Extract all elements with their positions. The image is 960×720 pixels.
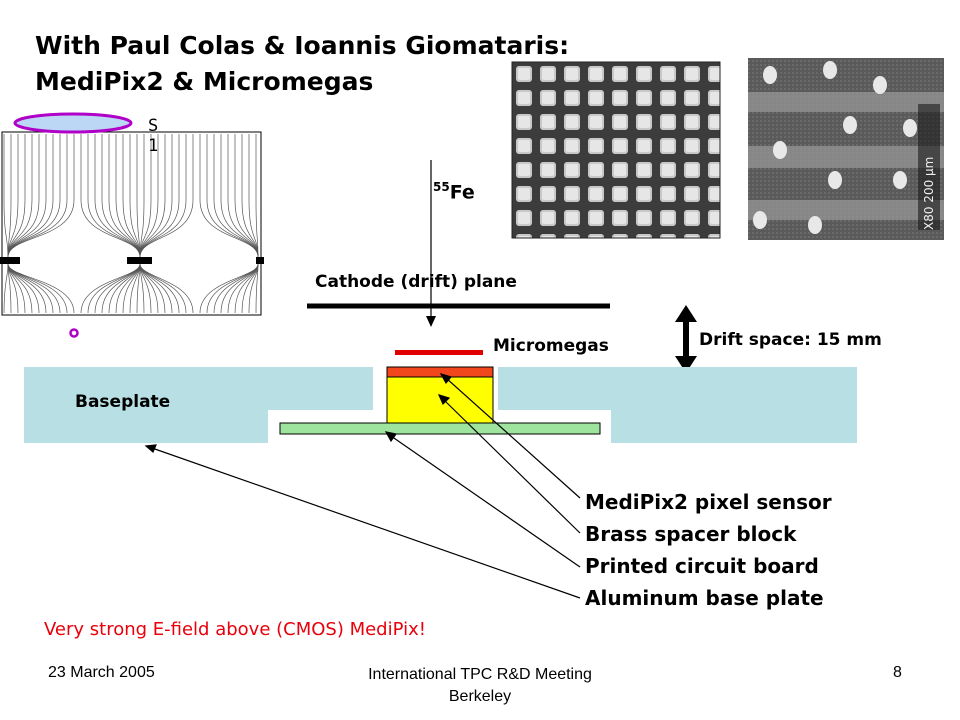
anode-strip	[0, 257, 20, 264]
source-mass-number: 55	[433, 180, 450, 194]
mesh-micrograph	[511, 61, 721, 239]
micromegas-label: Micromegas	[493, 336, 609, 356]
leader-line-sensor	[439, 373, 581, 499]
field-line	[7, 134, 75, 258]
field-line	[139, 134, 194, 258]
highlight-ellipse	[13, 112, 133, 134]
component-list: MediPix2 pixel sensor Brass spacer block…	[585, 486, 832, 614]
field-line	[7, 263, 75, 314]
slide-title: With Paul Colas & Ioannis Giomataris: Me…	[35, 28, 569, 100]
efield-note: Very strong E-field above (CMOS) MediPix…	[44, 619, 426, 640]
baseplate	[24, 367, 857, 443]
leader-line-baseplate	[144, 444, 581, 599]
field-line	[255, 134, 259, 258]
footer-meeting-line-1: International TPC R&D Meeting	[368, 666, 592, 683]
sem-micrograph: X80 200 µm	[748, 58, 944, 240]
source-element: Fe	[449, 181, 475, 204]
leader-line-pcb	[384, 431, 581, 568]
field-line	[101, 134, 141, 258]
baseplate-label: Baseplate	[75, 392, 171, 412]
svg-text:X80 200 µm: X80 200 µm	[922, 157, 936, 230]
footer-page-number: 8	[893, 664, 902, 681]
footer-date: 23 March 2005	[48, 664, 155, 681]
component-item: Printed circuit board	[585, 554, 819, 578]
title-line-1: With Paul Colas & Ioannis Giomataris:	[35, 31, 570, 60]
anode-strip	[127, 257, 152, 264]
field-line	[220, 134, 259, 258]
footer-meeting: International TPC R&D Meeting Berkeley	[330, 664, 630, 708]
brass-spacer-block	[386, 375, 494, 424]
anode-strip	[256, 257, 264, 264]
leader-line-spacer	[437, 394, 581, 534]
field-line	[87, 134, 141, 258]
component-item: Brass spacer block	[585, 522, 797, 546]
source-label: 55Fe	[433, 180, 475, 203]
printed-circuit-board	[279, 422, 601, 435]
field-line	[139, 134, 145, 258]
field-line	[80, 134, 141, 258]
source-arrow	[426, 160, 436, 327]
field-panel-label-bottom: 1	[148, 136, 159, 156]
field-line	[139, 263, 194, 314]
drift-space-label: Drift space: 15 mm	[699, 330, 882, 350]
field-line	[199, 134, 259, 258]
small-marker-circle	[69, 328, 79, 338]
cathode-label: Cathode (drift) plane	[315, 272, 517, 292]
medipix-sensor	[386, 366, 494, 378]
field-line	[206, 134, 259, 258]
component-item: MediPix2 pixel sensor	[585, 490, 832, 514]
footer-meeting-line-2: Berkeley	[448, 688, 512, 705]
field-line	[213, 134, 259, 258]
field-line-panel	[0, 131, 264, 316]
field-panel-label: S 1	[148, 116, 158, 156]
field-panel-label-top: S	[148, 116, 159, 136]
micromegas-mesh	[395, 350, 483, 355]
drift-space-arrow	[675, 305, 697, 373]
field-line	[255, 263, 259, 314]
title-line-2: MediPix2 & Micromegas	[35, 67, 374, 96]
field-line	[94, 134, 141, 258]
component-item: Aluminum base plate	[585, 586, 824, 610]
